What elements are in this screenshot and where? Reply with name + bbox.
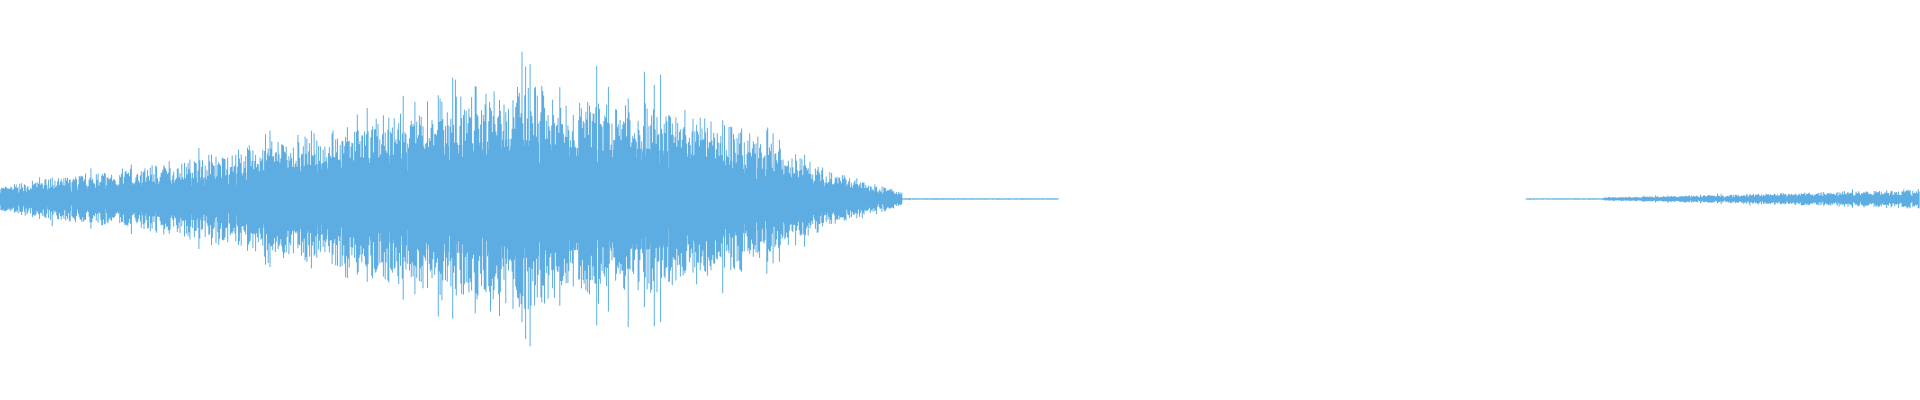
- waveform-bars: [0, 51, 1920, 347]
- waveform-trace: [0, 51, 1920, 347]
